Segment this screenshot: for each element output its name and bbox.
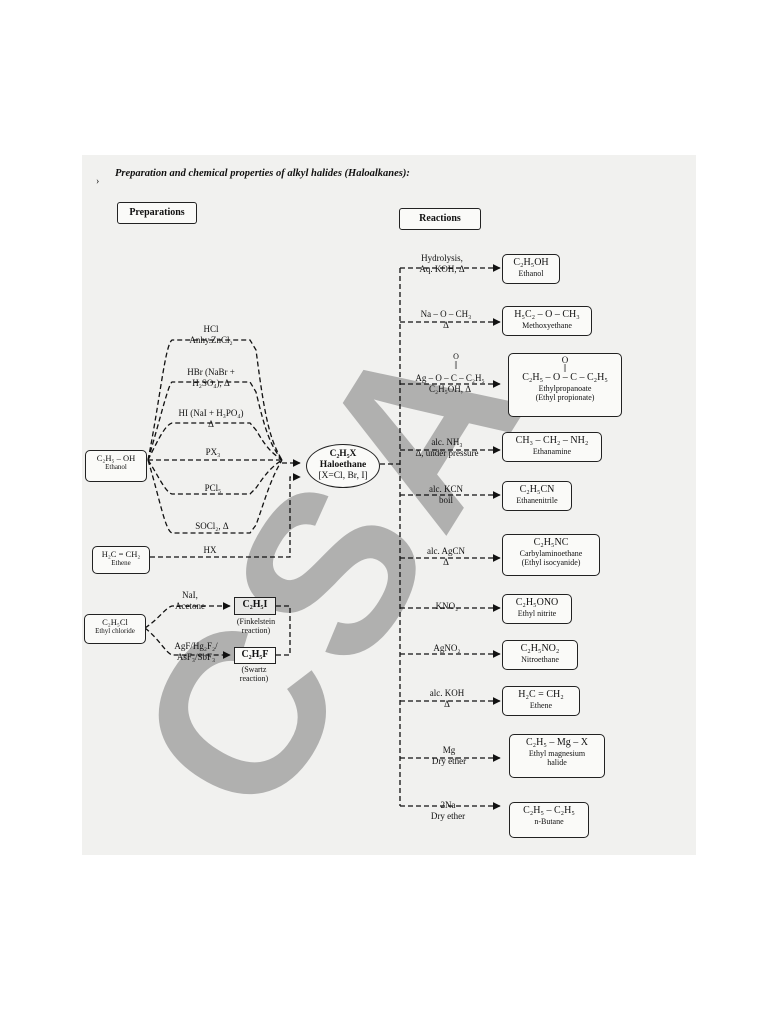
ethyl-chloride-formula: C₂H₅Cl [102,617,128,627]
preparations-header: Preparations [117,202,197,224]
ethene-reagent: HX [203,545,217,555]
reagent-carbonyl: O|| [453,352,459,369]
finkelstein-reagent: NaI,Acetone [175,590,205,611]
ethanol-name: Ethanol [105,463,127,471]
ethanol-source: C₂H₅ – OH Ethanol [85,450,147,482]
ethyl-chloride-name: Ethyl chloride [95,627,135,635]
ethene-source: H₂C = CH₂ Ethene [92,546,150,574]
fluoroethane-box: C₂H₅F [234,647,276,664]
center-halogens: [X=Cl, Br, I] [318,471,368,481]
prep-reagent-5: PCl₅ [204,483,222,493]
ethene-name: Ethene [111,559,131,567]
reaction-reagent-7: KNO₂ [435,601,459,611]
prep-reagent-2: HBr (NaBr +H₂SO₄), Δ [187,367,235,388]
reactions-header: Reactions [399,208,481,230]
prep-reagent-4: PX₃ [205,447,221,457]
haloethane-center: C₂H₅X Haloethane [X=Cl, Br, I] [306,444,380,488]
swartz-reagent: AgF/Hg₂F₂/AsF₃/SbF₃ [174,641,218,662]
iodoethane-box: C₂H₅I [234,597,276,615]
ethyl-chloride-source: C₂H₅Cl Ethyl chloride [84,614,146,644]
page-title: Preparation and chemical properties of a… [115,168,410,179]
center-formula: C₂H₅X [329,449,357,459]
ethene-formula: H₂C = CH₂ [101,549,141,559]
product-ethylpropanoate: O || C₂H₅ – O – C – C₂H₅ Ethylpropanoate… [508,353,622,417]
center-name: Haloethane [319,460,367,470]
page-mark: › [96,176,100,187]
reaction-reagent-8: AgNO₂ [433,643,461,653]
reaction-reagent-1: Hydrolysis,Aq. KOH, Δ [419,253,465,274]
prep-reagent-6: SOCl₂, Δ [195,521,229,531]
ethanol-formula: C₂H₅ – OH [96,453,136,463]
prep-reagent-3: HI (NaI + H₃PO₄)Δ [178,408,244,429]
